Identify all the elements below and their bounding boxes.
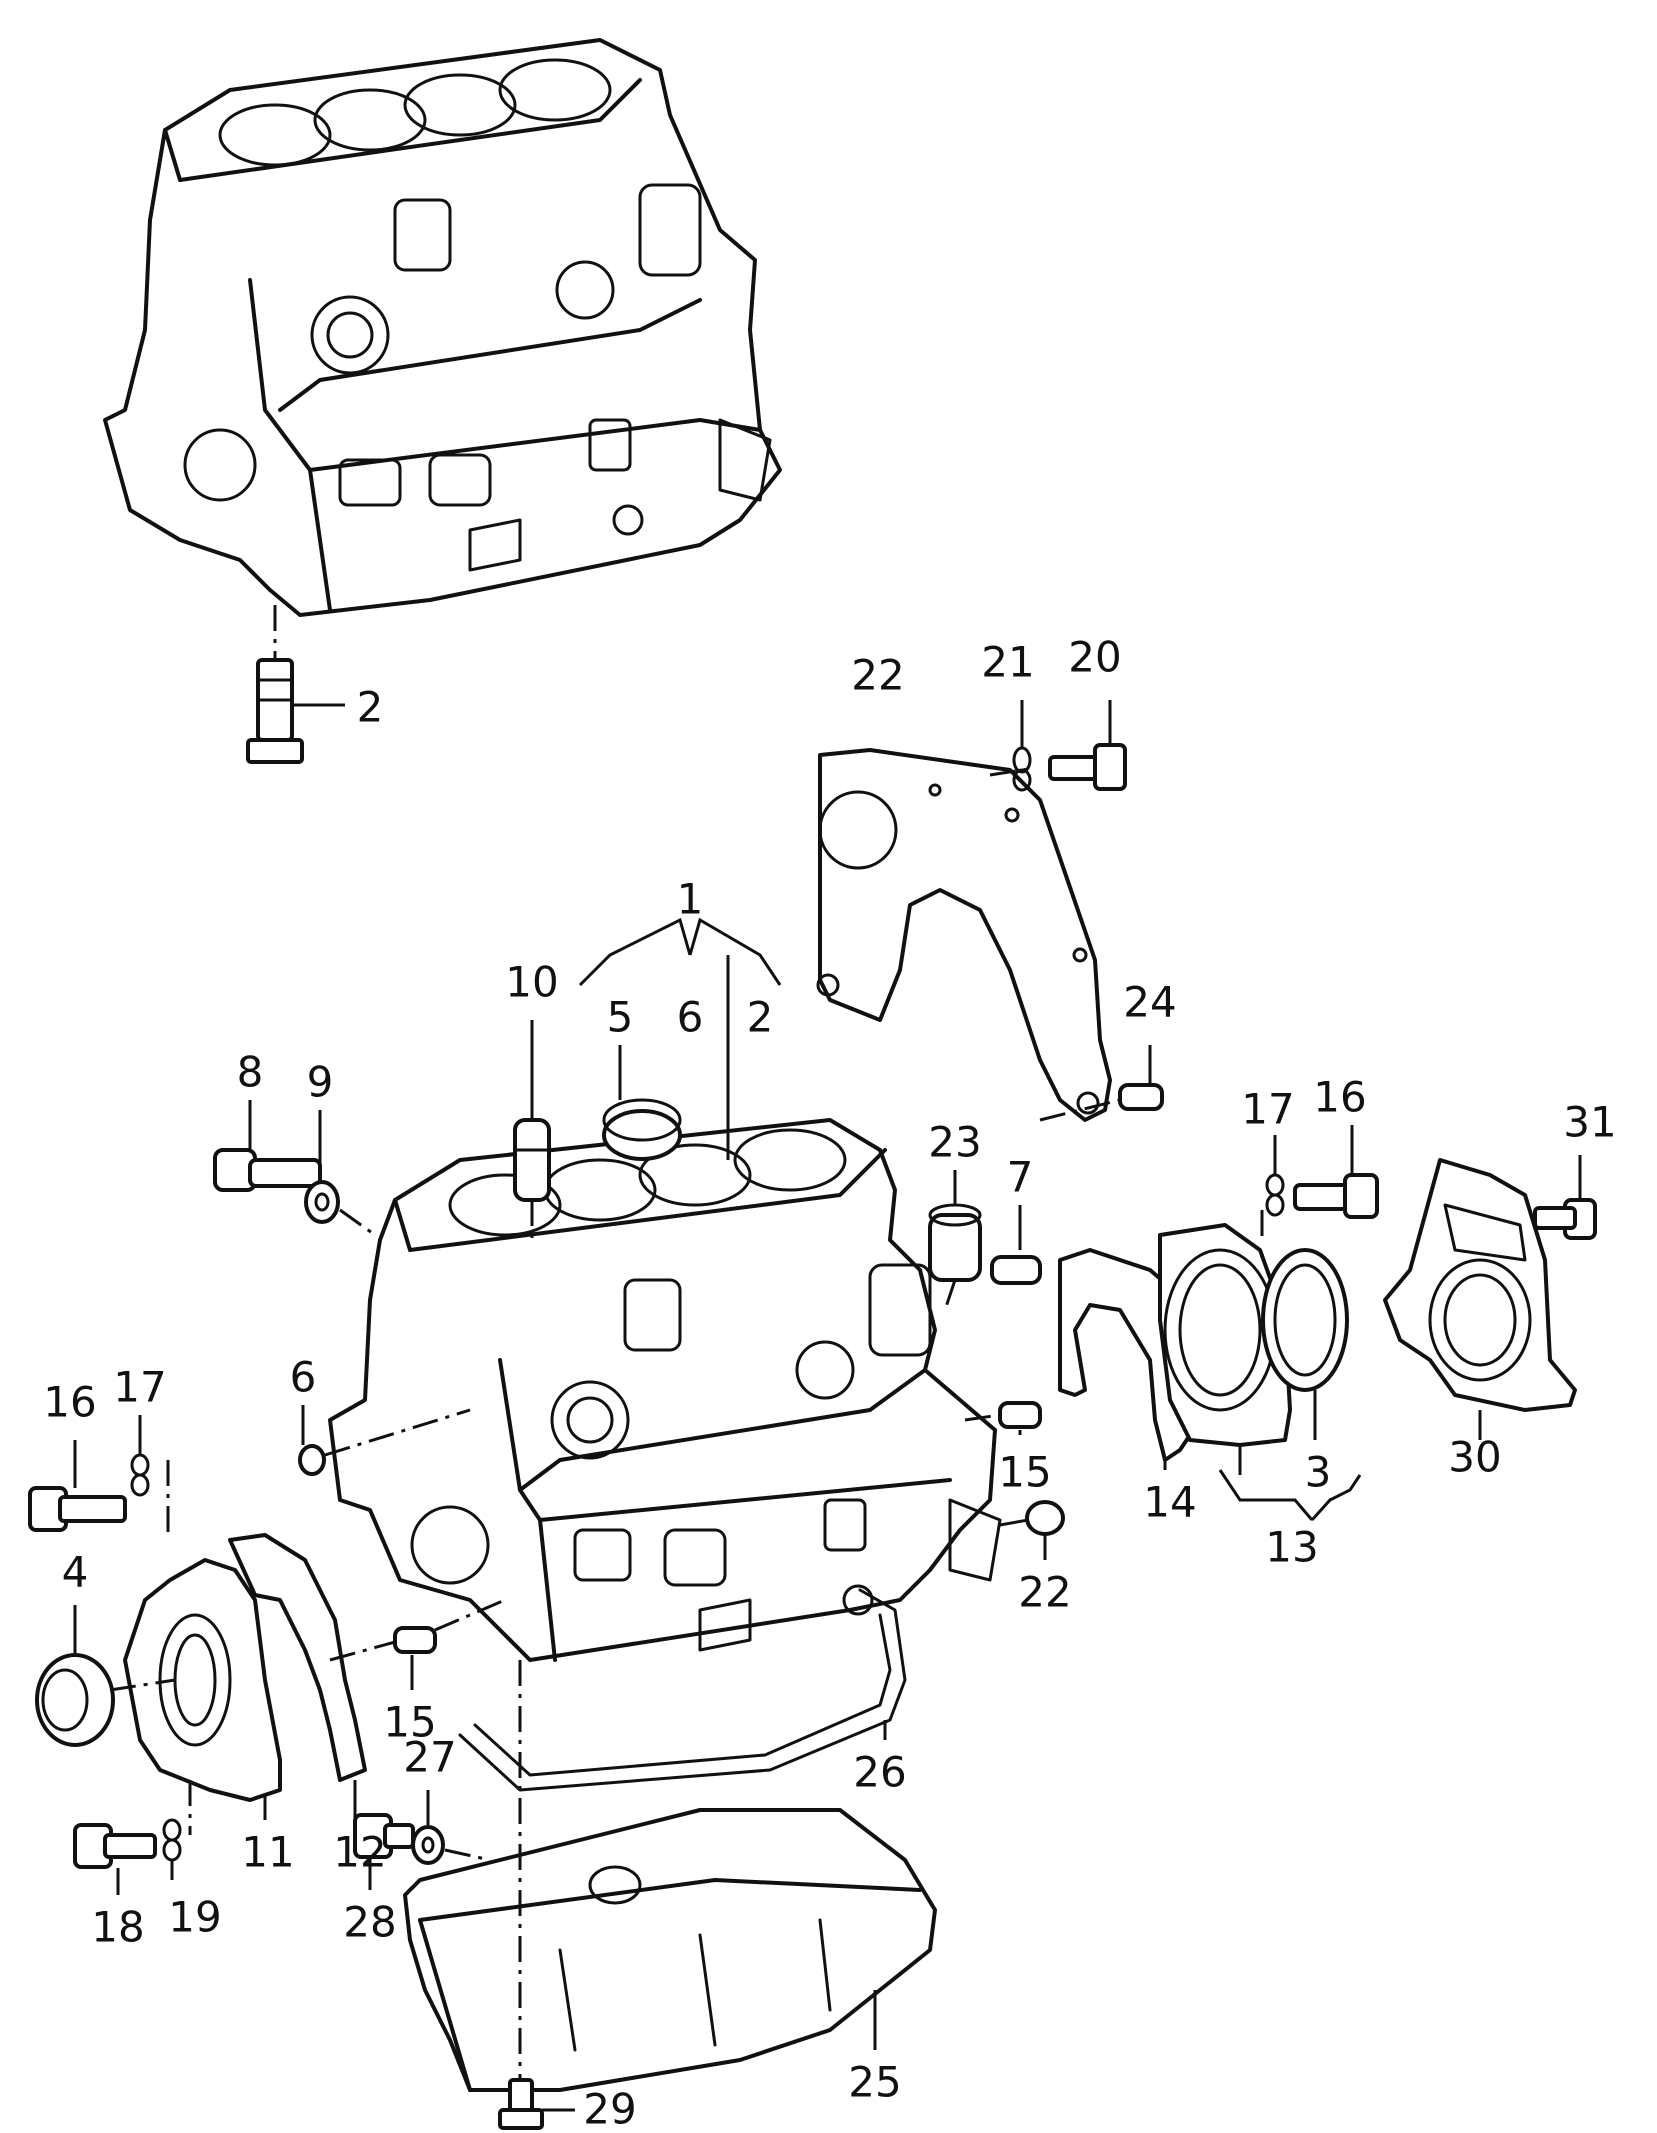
seal-ring-part-3 (1261, 1248, 1349, 1440)
callout-20: 20 (1068, 633, 1121, 682)
callout-30: 30 (1448, 1433, 1501, 1482)
dowel-part-7 (990, 1205, 1042, 1285)
sleeve-part-10 (513, 1020, 551, 1240)
callout-29: 29 (583, 2085, 636, 2133)
callout-26: 26 (853, 1748, 906, 1797)
dowel-part-24 (1039, 1045, 1164, 1122)
bolt-part-18 (73, 1823, 157, 1895)
plug-part-22-right (999, 1500, 1065, 1560)
gasket-plate-part-22 (816, 748, 1112, 1122)
callout-15-right: 15 (998, 1448, 1051, 1497)
bolt-part-31 (1533, 1155, 1597, 1240)
callout-18: 18 (91, 1903, 144, 1952)
callout-6: 6 (290, 1353, 317, 1402)
group-bracket-part-13 (1218, 1469, 1362, 1522)
washer-part-9 (304, 1110, 376, 1237)
callout-5: 5 (607, 993, 634, 1042)
washer-part-21 (989, 700, 1036, 792)
callout-12: 12 (333, 1828, 386, 1877)
engine-block-main (328, 1118, 1002, 1662)
callout-17-right: 17 (1241, 1085, 1294, 1134)
callout-21: 21 (981, 638, 1034, 687)
flange-part-11 (123, 1558, 282, 1820)
callout-22-right: 22 (1018, 1568, 1071, 1617)
callout-15-left: 15 (383, 1698, 436, 1747)
callout-25: 25 (848, 2058, 901, 2107)
engine-block-top (103, 38, 782, 617)
callout-22-top: 22 (851, 651, 904, 700)
bolt-part-16-right (1293, 1125, 1379, 1219)
callout-24: 24 (1123, 978, 1176, 1027)
callout-13: 13 (1265, 1523, 1318, 1572)
callout-16-left: 16 (43, 1378, 96, 1427)
callout-31: 31 (1563, 1098, 1616, 1147)
callout-16-right: 16 (1313, 1073, 1366, 1122)
seal-part-6 (298, 1405, 471, 1476)
washer-part-27 (411, 1790, 491, 1865)
callout-6-group: 6 (677, 993, 704, 1042)
callout-7: 7 (1007, 1153, 1034, 1202)
gasket-part-12 (228, 1533, 367, 1820)
bolt-part-2-top (246, 605, 345, 764)
callout-23: 23 (928, 1118, 981, 1167)
callout-27: 27 (403, 1733, 456, 1782)
callout-4: 4 (62, 1548, 89, 1597)
callout-2-top: 2 (357, 683, 384, 732)
dowel-part-15-right (964, 1401, 1042, 1435)
callout-8: 8 (237, 1048, 264, 1097)
dowel-part-15-left (329, 1598, 506, 1690)
group-bracket-part-1 (578, 917, 782, 1160)
seal-part-4 (35, 1605, 176, 1747)
oil-pan-part-25 (403, 1808, 937, 2092)
callout-17-left: 17 (113, 1363, 166, 1412)
washer-part-17-right (1260, 1135, 1285, 1240)
bolt-part-29 (498, 1660, 575, 2130)
callout-1: 1 (677, 875, 704, 924)
drain-plug-part-28 (353, 1813, 415, 1890)
washer-part-19 (162, 1780, 192, 1880)
cover-part-30 (1383, 1158, 1577, 1440)
bolt-part-16-left (28, 1440, 127, 1532)
callout-9: 9 (307, 1058, 334, 1107)
callout-19: 19 (168, 1893, 221, 1942)
bolt-part-20 (1048, 700, 1127, 791)
callout-28: 28 (343, 1898, 396, 1947)
callout-2-group: 2 (747, 993, 774, 1042)
plug-part-8 (213, 1100, 322, 1192)
washer-part-17-left (130, 1415, 170, 1540)
oil-filter-flange-part-23 (928, 1170, 982, 1311)
callout-11: 11 (241, 1828, 294, 1877)
bearing-shell-part-5 (602, 1045, 682, 1161)
callout-3: 3 (1305, 1448, 1332, 1497)
callout-14: 14 (1143, 1478, 1196, 1527)
callout-10: 10 (505, 958, 558, 1007)
